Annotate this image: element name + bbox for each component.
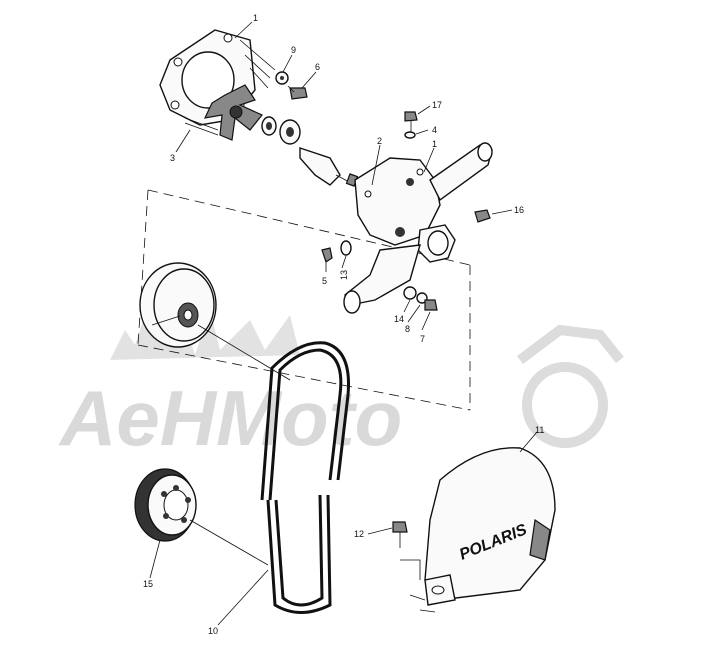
callout-4: 4 <box>432 125 437 135</box>
callout-13: 13 <box>339 270 349 280</box>
cover-bolt <box>392 521 408 548</box>
drive-pulley <box>139 262 217 348</box>
callout-11: 11 <box>535 425 544 435</box>
callout-16: 16 <box>514 205 524 215</box>
callout-2: 2 <box>377 136 382 146</box>
callout-1a: 1 <box>253 13 258 23</box>
watermark-text: AeHMoto <box>58 374 402 462</box>
callout-10: 10 <box>208 626 218 636</box>
pump-housing <box>343 142 493 314</box>
callout-6: 6 <box>315 62 320 72</box>
callout-17: 17 <box>432 100 442 110</box>
callout-3: 3 <box>170 153 175 163</box>
small-hardware <box>321 111 491 311</box>
watermark: AeHMoto <box>58 300 624 462</box>
callout-7: 7 <box>420 334 425 344</box>
callout-12: 12 <box>354 529 364 539</box>
callout-14: 14 <box>394 314 404 324</box>
belt-cover: POLARIS <box>424 447 556 606</box>
nut-and-bolt-upper <box>275 71 308 100</box>
impeller <box>203 84 263 141</box>
callout-5: 5 <box>322 276 327 286</box>
callout-15: 15 <box>143 579 153 589</box>
callout-labels: 1 9 6 3 2 1 4 17 16 5 13 14 8 7 10 15 11… <box>143 13 544 636</box>
driven-pulley <box>134 468 197 542</box>
callout-9: 9 <box>291 45 296 55</box>
drive-belt <box>260 341 351 614</box>
callout-1b: 1 <box>432 139 437 149</box>
callout-8: 8 <box>405 324 410 334</box>
pump-seals <box>261 116 359 187</box>
leader-lines <box>149 21 538 626</box>
